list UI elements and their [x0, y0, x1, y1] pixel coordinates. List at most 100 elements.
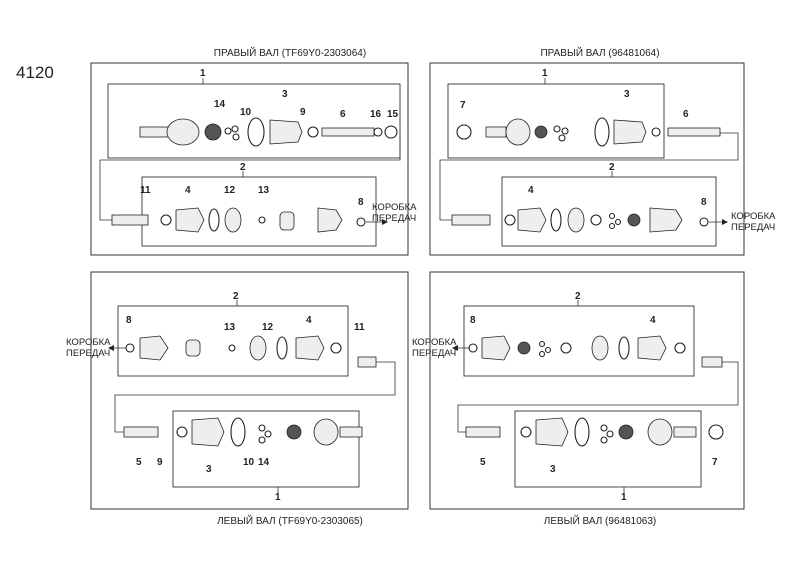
outer-cv-joint	[166, 118, 200, 146]
label-3: 3	[282, 89, 288, 100]
panel-frame	[429, 271, 745, 510]
panel-title: ПРАВЫЙ ВАЛ (96481064)	[540, 46, 659, 59]
tripod-housing	[224, 207, 242, 233]
boot-4	[637, 335, 667, 361]
label-3: 3	[550, 464, 556, 475]
inner-cv-joint	[317, 207, 343, 233]
spline-stub	[339, 426, 363, 438]
shaft-5	[123, 426, 159, 438]
gearbox-label-line1: КОРОБКА	[66, 337, 111, 348]
panel-frame	[429, 62, 745, 256]
spline-stub	[673, 426, 697, 438]
label-2: 2	[575, 291, 581, 302]
gearbox-label-line1: КОРОБКА	[731, 211, 776, 222]
tripod-housing	[567, 207, 585, 233]
gearbox-label-line2: ПЕРЕДАЧ	[412, 348, 456, 359]
subassembly-2-box	[117, 305, 349, 377]
label-11: 11	[354, 322, 365, 333]
shaft-6	[321, 127, 375, 137]
subassembly-2-box	[141, 176, 377, 247]
label-9: 9	[157, 457, 163, 468]
panel-right-shaft-tf69y0: ПРАВЫЙ ВАЛ (TF69Y0-2303064) КОРОБКА	[90, 46, 417, 256]
label-15: 15	[387, 109, 399, 120]
boot-3	[535, 417, 569, 447]
page-number: 4120	[16, 63, 54, 82]
boot-4	[175, 207, 205, 233]
ring-9	[176, 426, 188, 438]
label-1: 1	[275, 492, 281, 503]
gearbox-label-line1: КОРОБКА	[412, 337, 457, 348]
outer-cv-joint	[505, 118, 531, 146]
label-1: 1	[542, 68, 548, 79]
subassembly-1-box	[172, 410, 360, 488]
label-7: 7	[460, 100, 466, 111]
clamp-12	[276, 336, 288, 360]
ring-8	[356, 217, 366, 227]
label-1: 1	[200, 68, 206, 79]
label-16: 16	[370, 109, 382, 120]
label-1: 1	[621, 492, 627, 503]
ring-16	[373, 127, 383, 137]
label-2: 2	[240, 162, 246, 173]
label-12: 12	[224, 185, 236, 196]
spline-stub	[485, 126, 507, 138]
label-8: 8	[126, 315, 132, 326]
ring-8	[699, 217, 709, 227]
panel-frame	[90, 271, 409, 510]
label-3: 3	[624, 89, 630, 100]
label-9: 9	[300, 107, 306, 118]
panel-title: ЛЕВЫЙ ВАЛ (TF69Y0-2303065)	[217, 514, 363, 527]
intermediate-shaft	[701, 356, 723, 368]
label-6: 6	[340, 109, 346, 120]
subassembly-1-box	[107, 83, 401, 159]
gearbox-label-line2: ПЕРЕДАЧ	[372, 213, 416, 224]
cage	[618, 424, 634, 440]
inner-cv-joint	[649, 207, 683, 233]
label-14: 14	[258, 457, 270, 468]
inner-cv-joint	[139, 335, 169, 361]
label-5: 5	[480, 457, 486, 468]
outer-cv-joint	[647, 418, 673, 446]
tripod-housing	[249, 335, 267, 361]
label-2: 2	[609, 162, 615, 173]
intermediate-shaft	[357, 356, 377, 368]
boot-3	[191, 417, 225, 447]
label-13: 13	[224, 322, 236, 333]
ring-15	[384, 125, 398, 139]
boot-4	[517, 207, 547, 233]
shaft-5	[465, 426, 501, 438]
clamp-10	[230, 417, 246, 447]
ring-7	[456, 124, 472, 140]
subassembly-1-box	[514, 410, 702, 488]
panel-right-shaft-96481064: ПРАВЫЙ ВАЛ (96481064) КОРОБКА ПЕРЕДАЧ 1 …	[429, 46, 776, 256]
clamp-ring	[247, 117, 265, 147]
subassembly-1-box	[447, 83, 665, 159]
cage	[627, 213, 641, 227]
intermediate-shaft	[451, 214, 491, 226]
label-12: 12	[262, 322, 274, 333]
tripod	[279, 211, 295, 231]
cage	[286, 424, 302, 440]
subassembly-2-box	[501, 176, 717, 247]
boot-4	[295, 335, 325, 361]
panel-frame	[90, 62, 409, 256]
label-10: 10	[243, 457, 255, 468]
gearbox-label-line1: КОРОБКА	[372, 202, 417, 213]
ring-11	[330, 342, 342, 354]
label-11: 11	[140, 185, 151, 196]
boot-3	[269, 119, 303, 145]
inner-cv-joint	[481, 335, 511, 361]
ring-8	[468, 343, 478, 353]
label-10: 10	[240, 107, 252, 118]
clamp-ring	[594, 117, 610, 147]
tripod-housing	[591, 335, 609, 361]
cage	[517, 341, 531, 355]
panel-title: ПРАВЫЙ ВАЛ (TF69Y0-2303064)	[214, 46, 366, 59]
subassembly-2-box	[463, 305, 695, 377]
ring-13	[258, 216, 266, 224]
label-2: 2	[233, 291, 239, 302]
boot-3	[613, 119, 647, 145]
ring-9	[307, 126, 319, 138]
intermediate-shaft	[111, 214, 149, 226]
